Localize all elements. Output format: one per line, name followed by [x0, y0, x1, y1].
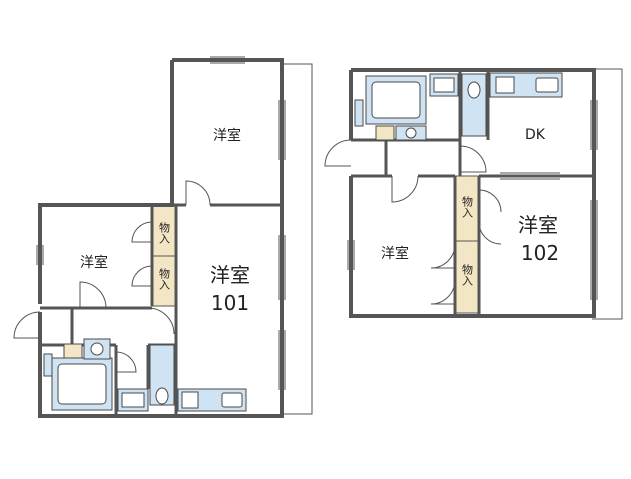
unit-102-room-left-label: 洋室 — [381, 245, 409, 262]
unit-102-main-room-label: 洋室 — [518, 213, 558, 237]
unit-102-bathtub — [365, 75, 427, 125]
unit-102-doors — [324, 139, 502, 305]
unit-102: DK 洋室 洋室 102 物入 物入 — [324, 68, 623, 320]
unit-101-doors — [13, 180, 211, 373]
unit-101-balcony — [280, 63, 313, 415]
unit-102-balcony — [592, 68, 623, 320]
unit-101-bathtub — [51, 357, 113, 411]
unit-101-washer — [63, 343, 83, 359]
unit-102-kitchen — [489, 72, 563, 98]
unit-102-closet-1 — [454, 175, 480, 242]
unit-102-washbasin — [395, 125, 427, 141]
unit-102-hand-sink — [429, 73, 459, 97]
unit-101-closet-1-label: 物入 — [158, 221, 171, 244]
unit-101-closet-2-label: 物入 — [158, 267, 171, 290]
unit-101-hand-sink — [117, 388, 149, 412]
unit-102-outer-wall — [349, 68, 596, 318]
unit-102-closet-2-label: 物入 — [461, 263, 474, 286]
unit-102-water-heater — [354, 99, 364, 127]
unit-102-dk-label: DK — [525, 127, 546, 143]
unit-101-number-label: 101 — [211, 291, 249, 315]
unit-101-washbasin — [83, 338, 111, 360]
unit-102-windows — [347, 100, 598, 300]
unit-101-water-heater — [43, 353, 53, 377]
unit-102-number-label: 102 — [521, 241, 559, 265]
unit-101-main-room-label: 洋室 — [210, 263, 250, 287]
unit-101-windows — [36, 56, 286, 390]
unit-101: 洋室 洋室 洋室 101 物入 物入 — [13, 56, 313, 418]
unit-101-toilet — [149, 344, 175, 406]
unit-102-closet-1-label: 物入 — [461, 195, 474, 218]
unit-101-room-left-label: 洋室 — [80, 254, 108, 271]
unit-101-room-top-label: 洋室 — [213, 127, 241, 144]
unit-101-kitchen — [177, 388, 247, 412]
unit-102-toilet — [461, 73, 487, 137]
unit-102-washer — [375, 125, 395, 141]
unit-101-outer-wall — [38, 58, 284, 418]
